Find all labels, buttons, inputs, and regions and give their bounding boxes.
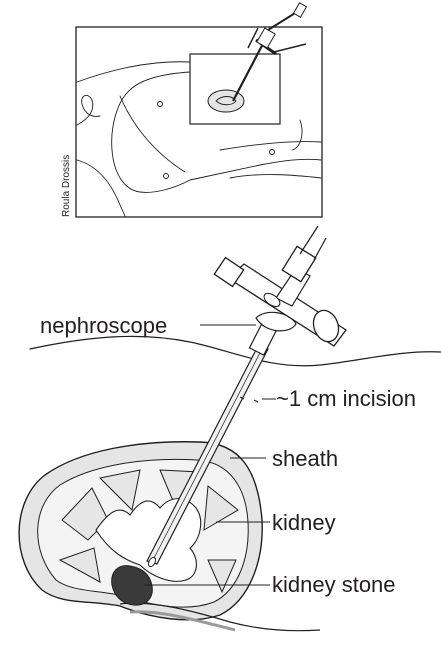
incision-marks (240, 397, 258, 402)
label-incision: ~1 cm incision (276, 386, 416, 411)
detail-diagram: nephroscope ~1 cm incision sheath kidney… (19, 226, 441, 631)
small-scope-cap (294, 3, 307, 17)
skin-surface (30, 336, 441, 365)
label-sheath: sheath (272, 446, 338, 471)
nephroscope-port-cap (282, 246, 315, 281)
label-nephroscope: nephroscope (40, 313, 167, 338)
small-kidney (208, 90, 244, 112)
nephroscope-port-tube (300, 226, 318, 254)
label-kidney-stone: kidney stone (272, 572, 396, 597)
label-kidney: kidney (272, 510, 336, 535)
nephroscope (214, 226, 346, 355)
zoom-box (190, 54, 280, 124)
nephroscope-port-tube-2 (314, 238, 326, 260)
patient-illustration: Roula Drossis (61, 3, 322, 217)
artist-credit: Roula Drossis (61, 155, 72, 217)
